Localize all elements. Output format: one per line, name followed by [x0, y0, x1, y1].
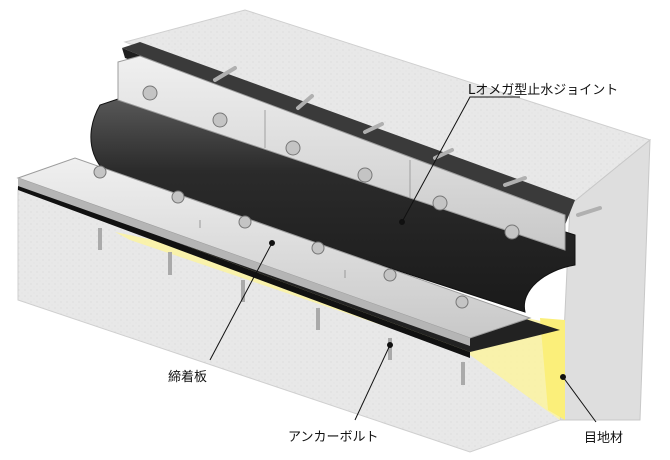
- label-anchor-bolt: アンカーボルト: [288, 430, 379, 445]
- leader-filler: [562, 376, 597, 423]
- bolts-lower: [93, 165, 469, 309]
- label-joint-filler: 目地材: [584, 431, 624, 446]
- leader-dot: [269, 240, 275, 246]
- leader-dot: [399, 219, 405, 225]
- bolt-head: [455, 295, 469, 309]
- anchor-bolt: [503, 176, 527, 187]
- anchor-bolt: [576, 206, 602, 217]
- rubber-bulb: [90, 94, 576, 313]
- bolts-upper: [142, 85, 520, 240]
- label-clamp-plate: 締着板: [168, 370, 208, 385]
- bolt-head: [238, 215, 252, 229]
- bolt-head: [285, 140, 301, 156]
- anchor-bolt: [296, 94, 314, 110]
- bolt-head: [432, 195, 448, 211]
- leader-plate: [209, 242, 273, 361]
- leader-lines: [209, 96, 597, 423]
- bolt-head: [142, 85, 158, 101]
- bolt-head: [357, 167, 373, 183]
- anchor-bolt: [363, 122, 384, 134]
- clamp-plate-upper: [117, 55, 566, 251]
- bolt-head: [212, 112, 228, 128]
- bolt-head: [311, 241, 325, 255]
- bolt-head: [383, 268, 397, 282]
- leader-dot: [560, 374, 566, 380]
- bolt-head: [171, 190, 185, 204]
- leader-joint: [401, 96, 520, 223]
- bolt-head: [93, 165, 107, 179]
- label-joint: Lオメガ型止水ジョイント: [468, 83, 619, 98]
- bolt-head: [504, 224, 520, 240]
- leader-dot: [387, 342, 393, 348]
- leader-bolt: [354, 344, 391, 421]
- anchor-bolt: [213, 66, 237, 82]
- clamp-plate-lower: [16, 157, 532, 346]
